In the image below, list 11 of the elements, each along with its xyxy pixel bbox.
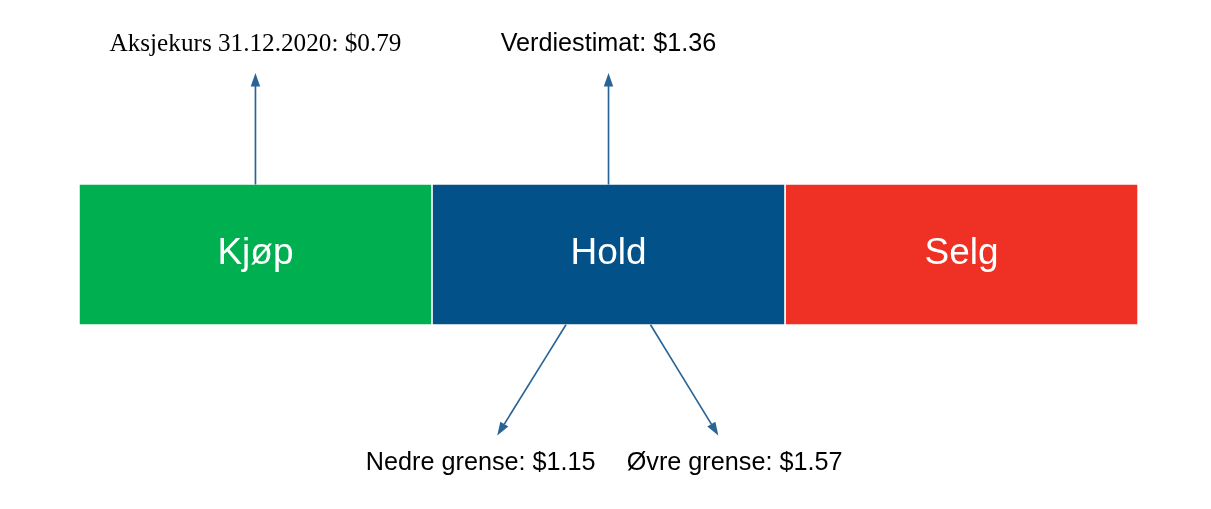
node-text: Nedre grense: $1.15	[365, 446, 596, 475]
arrow	[649, 323, 718, 436]
node-box: Kjøp	[79, 184, 431, 325]
arrow	[496, 323, 567, 436]
node-text: Øvre grense: $1.57	[626, 446, 842, 475]
node-text: Aksjekurs 31.12.2020: $0.79	[108, 29, 401, 57]
arrow	[250, 72, 260, 186]
node-text: Verdiestimat: $1.36	[500, 28, 716, 57]
arrow	[603, 72, 613, 186]
node-box: Hold	[432, 184, 784, 325]
node-box: Selg	[785, 184, 1137, 325]
